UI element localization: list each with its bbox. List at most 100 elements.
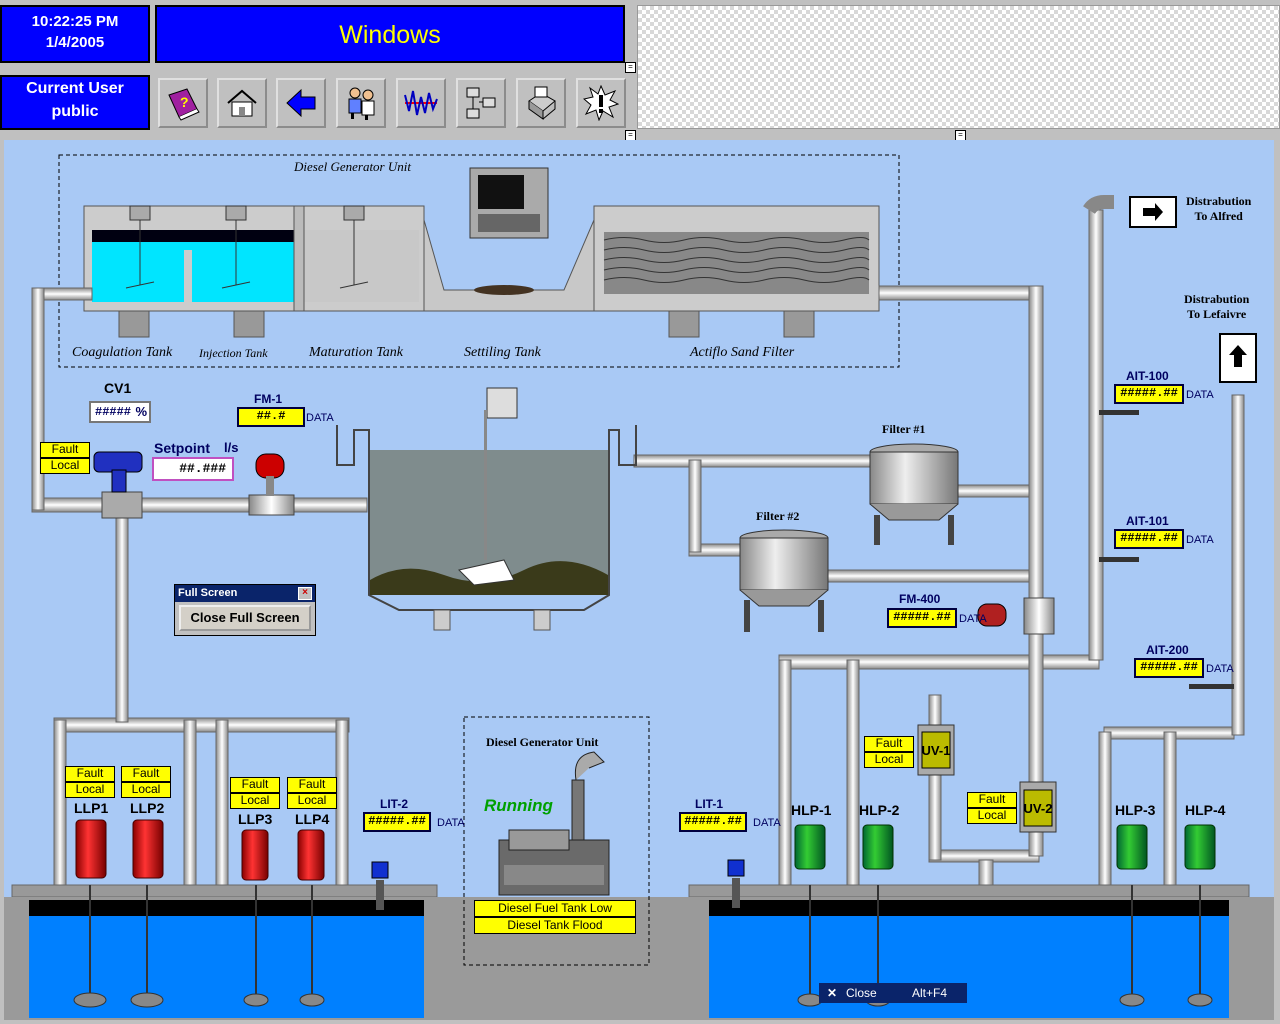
llp3-label: LLP3	[238, 811, 273, 827]
printer-icon	[528, 86, 556, 120]
users-button[interactable]	[336, 78, 386, 128]
current-user-name: public	[51, 103, 99, 120]
generator-title: Diesel Generator Unit	[486, 735, 599, 749]
page-title: Windows	[339, 21, 441, 49]
uv1-fault: Fault	[864, 736, 914, 752]
home-icon	[227, 89, 257, 117]
fm1-tag: FM-1	[254, 392, 282, 406]
up-arrow-icon	[1229, 345, 1247, 367]
ait100-value[interactable]: #####.##	[1114, 384, 1184, 404]
fullscreen-dialog-title: Full Screen	[178, 587, 238, 599]
dist-lefaivre-line1: Distrabution	[1184, 292, 1250, 306]
generator-fuel-alarm: Diesel Fuel Tank Low	[474, 900, 636, 917]
fullscreen-dialog: Full Screen × Close Full Screen	[174, 584, 316, 636]
generator-status: Running	[484, 796, 553, 815]
cv1-tag: CV1	[104, 380, 132, 396]
close-tooltip-label: Close	[846, 986, 877, 1000]
ait101-data-label: DATA	[1186, 534, 1214, 546]
clock-date: 1/4/2005	[45, 34, 105, 51]
lit1-value[interactable]: #####.##	[679, 812, 747, 832]
setpoint-input[interactable]: ##.###	[152, 457, 234, 481]
current-user-label: Current User	[26, 80, 124, 97]
fullscreen-dialog-titlebar: Full Screen ×	[175, 585, 315, 602]
trend-icon	[404, 90, 438, 116]
uv1-label: UV-1	[921, 743, 951, 758]
llp4-fault: Fault	[287, 777, 337, 793]
uv2-fault: Fault	[967, 792, 1017, 808]
help-button[interactable]: ?	[158, 78, 208, 128]
close-fullscreen-button[interactable]: Close Full Screen	[179, 605, 311, 631]
dialog-close-icon[interactable]: ×	[298, 587, 312, 600]
ait200-value[interactable]: #####.##	[1134, 658, 1204, 678]
window-title-panel: Windows	[155, 5, 625, 63]
lit2-value[interactable]: #####.##	[363, 812, 431, 832]
svg-text:?: ?	[180, 94, 189, 110]
trend-button[interactable]	[396, 78, 446, 128]
dist-lefaivre-button[interactable]	[1219, 333, 1257, 383]
llp1-local: Local	[65, 782, 115, 798]
cv1-readout[interactable]: ##### %	[89, 401, 151, 423]
cv1-fault: Fault	[40, 442, 90, 458]
tank-label-injection: Injection Tank	[199, 346, 268, 360]
tank-label-settling: Settiling Tank	[464, 345, 541, 360]
cv1-local: Local	[40, 458, 90, 474]
ait101-value[interactable]: #####.##	[1114, 529, 1184, 549]
lit2-tag: LIT-2	[380, 797, 409, 811]
dist-alfred-line1: Distrabution	[1186, 194, 1252, 208]
filter2-label: Filter #2	[756, 509, 800, 523]
lit2-data-label: DATA	[437, 817, 465, 829]
top-unit-label: Diesel Generator Unit	[294, 159, 411, 174]
setpoint-label: Setpoint	[154, 440, 210, 456]
tank-label-maturation: Maturation Tank	[309, 345, 403, 360]
title-panel-minimize[interactable]: =	[625, 62, 636, 73]
clock-time: 10:22:25 PM	[31, 13, 119, 30]
close-tooltip-shortcut: Alt+F4	[912, 986, 948, 1000]
current-user-panel: Current User public	[0, 75, 150, 130]
hlp1-label: HLP-1	[791, 802, 832, 818]
empty-window-area	[637, 5, 1280, 129]
llp4-label: LLP4	[295, 811, 330, 827]
dist-lefaivre-label: Distrabution To Lefaivre	[1184, 292, 1249, 322]
lit1-data-label: DATA	[753, 817, 781, 829]
dist-alfred-button[interactable]	[1129, 196, 1177, 228]
hlp2-label: HLP-2	[859, 802, 900, 818]
back-button[interactable]	[276, 78, 326, 128]
close-icon: ✕	[827, 986, 838, 1000]
cv1-value: #####	[95, 405, 132, 419]
llp4-local: Local	[287, 793, 337, 809]
uv2-label: UV-2	[1023, 801, 1053, 816]
hlp3-label: HLP-3	[1115, 802, 1156, 818]
back-arrow-icon	[286, 88, 316, 118]
ait200-data-label: DATA	[1206, 663, 1234, 675]
home-button[interactable]	[217, 78, 267, 128]
alarm-button[interactable]	[576, 78, 626, 128]
llp2-label: LLP2	[130, 800, 165, 816]
ait100-tag: AIT-100	[1126, 369, 1169, 383]
tank-label-sand-filter: Actiflo Sand Filter	[690, 345, 795, 360]
llp1-fault: Fault	[65, 766, 115, 782]
close-tooltip[interactable]: ✕ Close Alt+F4	[819, 983, 967, 1003]
dist-alfred-line2: To Alfred	[1194, 209, 1243, 223]
fm400-data-label: DATA	[959, 613, 987, 625]
network-icon	[466, 87, 496, 119]
right-arrow-icon	[1143, 203, 1163, 221]
llp3-local: Local	[230, 793, 280, 809]
ait200-tag: AIT-200	[1146, 643, 1189, 657]
network-button[interactable]	[456, 78, 506, 128]
ait100-data-label: DATA	[1186, 389, 1214, 401]
print-button[interactable]	[516, 78, 566, 128]
uv2-local: Local	[967, 808, 1017, 824]
alarm-icon	[583, 85, 619, 121]
ait101-tag: AIT-101	[1126, 514, 1169, 528]
filter1-label: Filter #1	[882, 422, 926, 436]
process-graphics	[4, 154, 1274, 1020]
fm400-value[interactable]: #####.##	[887, 608, 957, 628]
users-icon	[348, 87, 375, 120]
llp3-fault: Fault	[230, 777, 280, 793]
generator-flood-alarm: Diesel Tank Flood	[474, 917, 636, 934]
hlp4-label: HLP-4	[1185, 802, 1226, 818]
tank-label-coagulation: Coagulation Tank	[72, 345, 173, 360]
uv1-local: Local	[864, 752, 914, 768]
fm1-value[interactable]: ##.#	[237, 407, 305, 427]
cv1-unit: %	[135, 404, 147, 419]
